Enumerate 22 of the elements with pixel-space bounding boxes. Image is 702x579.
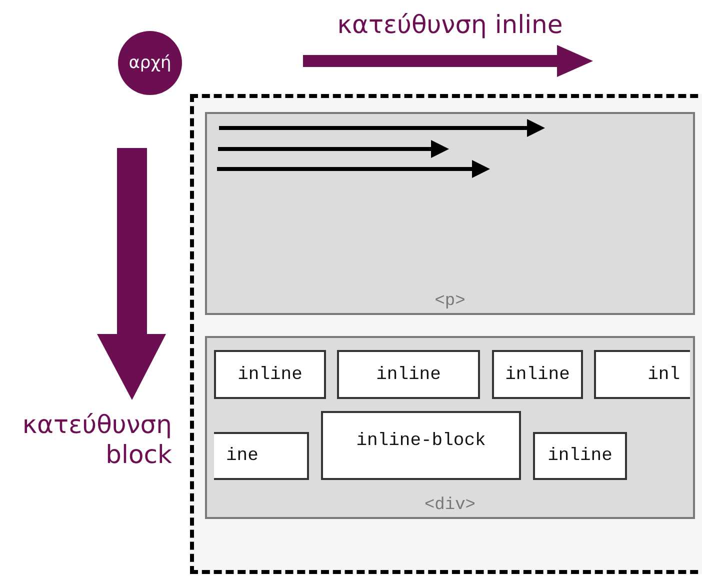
box-label: inline <box>376 364 441 384</box>
dashed-container <box>190 94 702 574</box>
inline-box <box>533 432 627 480</box>
box-label: inline <box>548 446 612 466</box>
box-label: inl <box>648 364 680 384</box>
box-label: ine <box>226 446 258 466</box>
direction-label: κατεύθυνση inline <box>336 10 564 40</box>
inline-box <box>337 350 480 399</box>
inline-box <box>594 350 690 399</box>
box-label: inline <box>505 364 570 384</box>
element-tag: <p> <box>434 292 466 311</box>
node-label: αρχή <box>128 53 172 73</box>
inline-box <box>214 432 309 480</box>
element-tag: <div> <box>424 496 476 515</box>
box-label: inline-block <box>356 431 486 451</box>
box-label: inline <box>238 364 302 384</box>
direction-label: κατεύθυνση block <box>21 410 172 470</box>
paragraph-block <box>205 112 695 315</box>
inline-block-box <box>321 411 521 480</box>
inline-box <box>214 350 326 399</box>
inline-box <box>492 350 583 399</box>
div-block <box>205 336 695 519</box>
